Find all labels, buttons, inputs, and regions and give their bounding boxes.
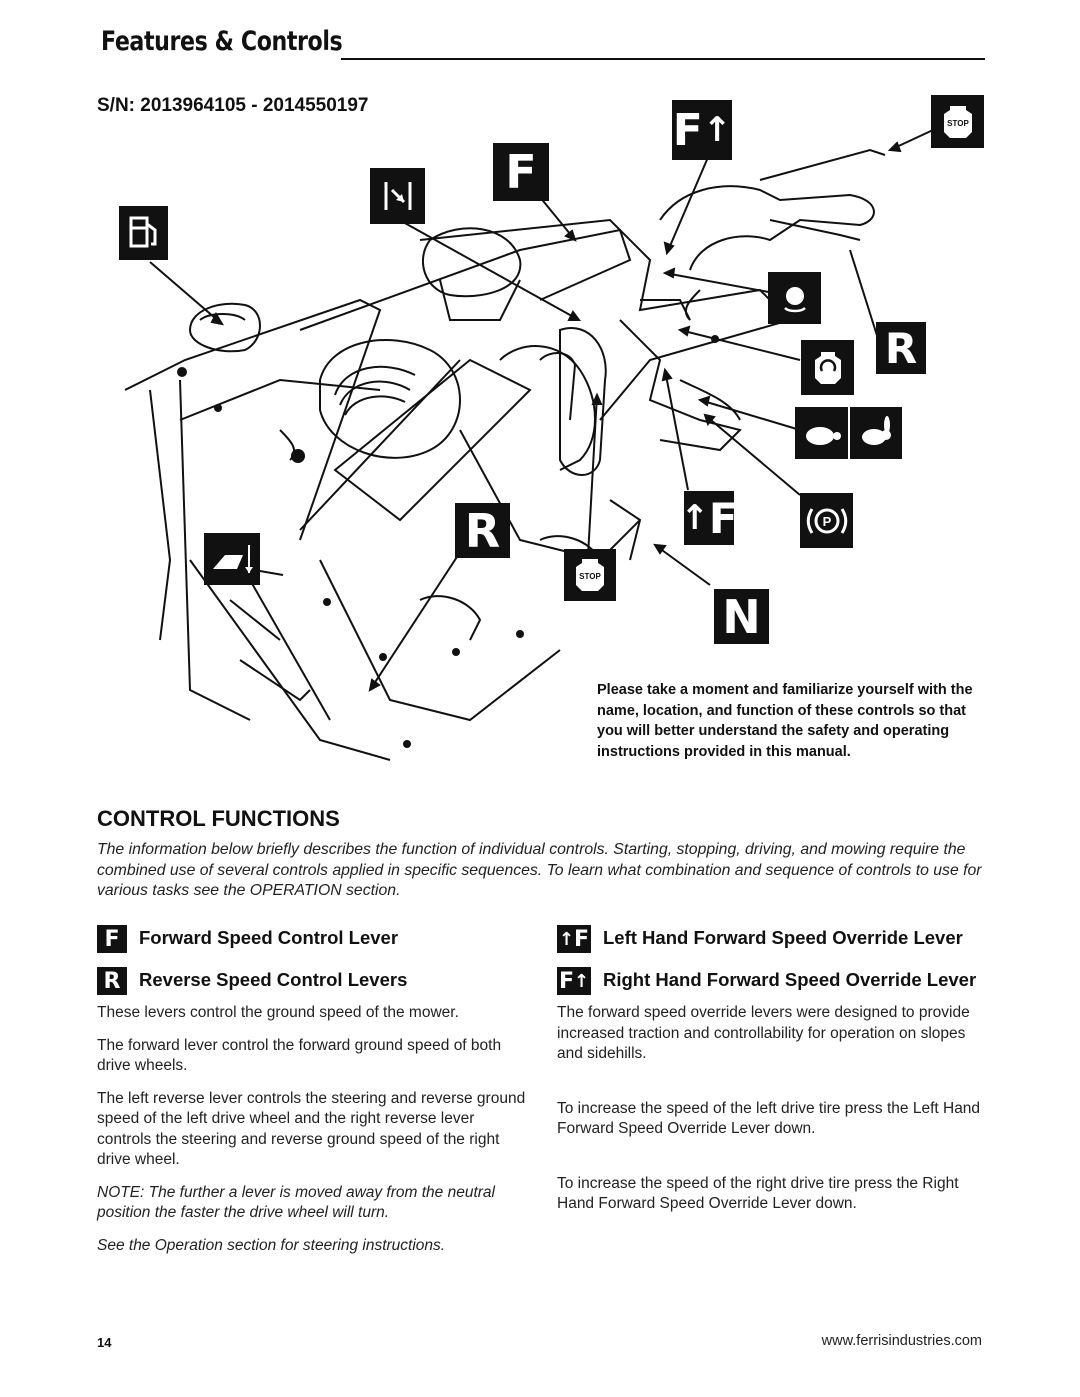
lh-override-heading: ↑F Left Hand Forward Speed Override Leve… bbox=[557, 925, 987, 953]
override-paragraph-1: The forward speed override levers were d… bbox=[557, 1004, 970, 1062]
rh-override-title: Right Hand Forward Speed Override Lever bbox=[603, 969, 977, 990]
levers-paragraph-1: These levers control the ground speed of… bbox=[97, 1004, 459, 1021]
reverse-lever-title: Reverse Speed Control Levers bbox=[139, 969, 408, 990]
serial-number: S/N: 2013964105 - 2014550197 bbox=[97, 95, 369, 116]
website-url: www.ferrisindustries.com bbox=[821, 1333, 982, 1349]
fuel-icon bbox=[119, 206, 168, 260]
levers-note: NOTE: The further a lever is moved away … bbox=[97, 1183, 495, 1222]
title-rule bbox=[341, 58, 985, 60]
section-title: CONTROL FUNCTIONS bbox=[97, 806, 340, 831]
f-badge: F bbox=[97, 925, 127, 953]
engine-stop-icon-2: STOP bbox=[564, 549, 616, 601]
deck-height-icon bbox=[204, 533, 260, 585]
rh-override-heading: F↑ Right Hand Forward Speed Override Lev… bbox=[557, 967, 987, 995]
turtle-slow-icon bbox=[795, 407, 848, 459]
parking-brake-icon: P bbox=[800, 493, 853, 548]
lh-override-badge: ↑F bbox=[680, 491, 738, 545]
throttle-icon bbox=[370, 168, 425, 224]
steering-reference: See the Operation section for steering i… bbox=[97, 1236, 446, 1254]
lh-override-title: Left Hand Forward Speed Override Lever bbox=[603, 927, 963, 948]
page-title: Features & Controls bbox=[101, 26, 343, 57]
rh-override-letter: F bbox=[672, 104, 703, 156]
rh-override-icon: F↑ bbox=[557, 967, 591, 995]
rh-override-icon-letter: F bbox=[558, 968, 574, 994]
stop-label-2: STOP bbox=[579, 572, 601, 581]
levers-paragraph-2: The forward lever control the forward gr… bbox=[97, 1036, 502, 1075]
reverse-lever-heading: R Reverse Speed Control Levers bbox=[97, 967, 527, 995]
lh-override-icon: ↑F bbox=[557, 925, 591, 953]
forward-lever-title: Forward Speed Control Lever bbox=[139, 927, 399, 948]
svg-text:P: P bbox=[822, 514, 831, 529]
reverse-lever-badge-right: R bbox=[876, 322, 926, 374]
lh-override-letter: F bbox=[708, 493, 738, 543]
neutral-lock-badge: N bbox=[714, 589, 769, 644]
engine-stop-icon: STOP bbox=[931, 95, 984, 148]
levers-paragraph-3: The left reverse lever controls the stee… bbox=[97, 1089, 526, 1169]
ignition-icon bbox=[801, 340, 854, 395]
stop-label: STOP bbox=[947, 119, 969, 128]
lh-override-icon-letter: F bbox=[574, 926, 590, 952]
r-badge: R bbox=[97, 967, 127, 995]
reverse-lever-badge-left: R bbox=[455, 503, 510, 558]
forward-lever-badge: F bbox=[493, 143, 549, 201]
rabbit-fast-icon bbox=[850, 407, 902, 459]
rh-override-badge: F↑ bbox=[672, 100, 732, 160]
controls-diagram bbox=[124, 129, 934, 761]
override-paragraph-2: To increase the speed of the left drive … bbox=[557, 1099, 981, 1138]
page-number: 14 bbox=[97, 1335, 112, 1350]
pto-icon bbox=[768, 272, 821, 324]
familiarize-note: Please take a moment and familiarize you… bbox=[597, 682, 973, 760]
left-column: F Forward Speed Control Lever R Reverse … bbox=[97, 925, 527, 1268]
override-paragraph-3: To increase the speed of the right drive… bbox=[557, 1174, 959, 1213]
forward-lever-heading: F Forward Speed Control Lever bbox=[97, 925, 527, 953]
right-column: ↑F Left Hand Forward Speed Override Leve… bbox=[557, 925, 987, 1227]
section-intro: The information below briefly describes … bbox=[97, 841, 982, 899]
